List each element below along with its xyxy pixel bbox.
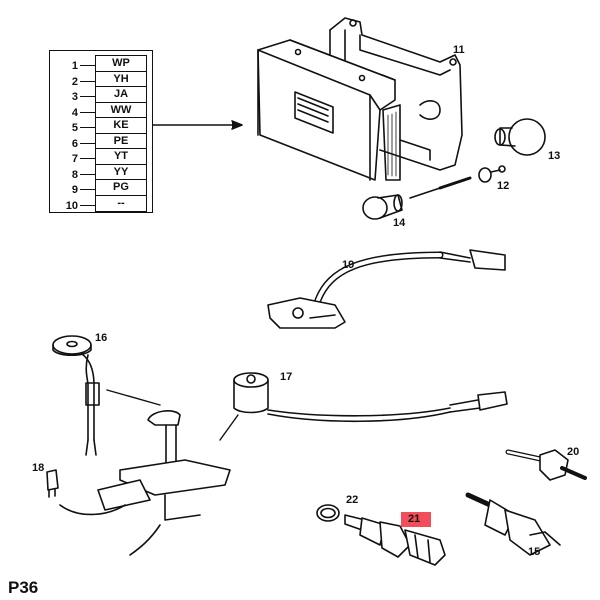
code-cell: -- [117, 196, 125, 209]
pin-number: 8 [71, 168, 78, 181]
o-ring-22 [316, 504, 340, 522]
bulb-18 [46, 469, 59, 498]
pin-number: 6 [71, 137, 78, 150]
part-label-19: 19 [342, 259, 355, 271]
part-label-15: 15 [528, 546, 541, 558]
harness-19 [267, 249, 506, 329]
leader-line [80, 80, 95, 82]
code-cell: JA [96, 87, 146, 103]
code-cell: WP [96, 56, 146, 72]
highlight-marker [401, 512, 431, 527]
part-label-20: 20 [567, 446, 580, 458]
control-unit-11 [257, 17, 463, 181]
page-id: P36 [8, 578, 39, 597]
sensor-17 [219, 372, 508, 441]
leader-line [80, 96, 95, 98]
leader-line [80, 65, 95, 67]
pin-number: 5 [71, 122, 78, 134]
leader-line [80, 189, 95, 191]
pin-number: 4 [71, 106, 78, 119]
part-label-18: 18 [32, 462, 45, 474]
pin-number: 7 [71, 153, 78, 165]
pin-number: 1 [71, 60, 78, 72]
part-label-13: 13 [548, 150, 561, 162]
screw-12 [409, 165, 506, 199]
grommet-13 [494, 118, 546, 156]
code-cell: KE [96, 118, 146, 134]
part-label-14: 14 [393, 217, 406, 229]
sensor-16 [52, 335, 161, 456]
pointer-arrow [152, 120, 243, 130]
connector-code-table: WP YH JA WW KE PE YT YY PG -- 1 2 3 4 5 … [49, 50, 153, 213]
part-label-17: 17 [280, 371, 293, 383]
code-cell: WW [96, 103, 146, 118]
pin-number: 10 [65, 199, 78, 212]
code-cell: PG [96, 180, 146, 196]
pin-number: 2 [71, 75, 78, 88]
code-column: WP YH JA WW KE PE YT YY PG -- [95, 55, 147, 212]
code-cell: YY [96, 165, 146, 180]
leader-line [80, 127, 95, 129]
leader-line [80, 142, 95, 144]
switch-20 [505, 449, 587, 481]
code-cell: PE [96, 134, 146, 149]
sensor-21 [344, 514, 446, 566]
code-cell: YT [96, 149, 146, 165]
leader-line [80, 158, 95, 160]
pin-number: 3 [71, 91, 78, 103]
part-label-16: 16 [95, 332, 108, 344]
leader-line [80, 204, 95, 206]
lever-assembly [59, 410, 231, 556]
part-label-12: 12 [497, 180, 510, 192]
code-cell: YH [96, 72, 146, 87]
part-label-11: 11 [453, 44, 465, 56]
leader-line [80, 173, 95, 175]
part-label-22: 22 [346, 494, 359, 506]
switch-15 [465, 492, 561, 556]
pin-number: 9 [71, 184, 78, 196]
part-label-21: 21 [408, 513, 421, 525]
bushing-14 [362, 194, 403, 220]
leader-line [80, 111, 95, 113]
